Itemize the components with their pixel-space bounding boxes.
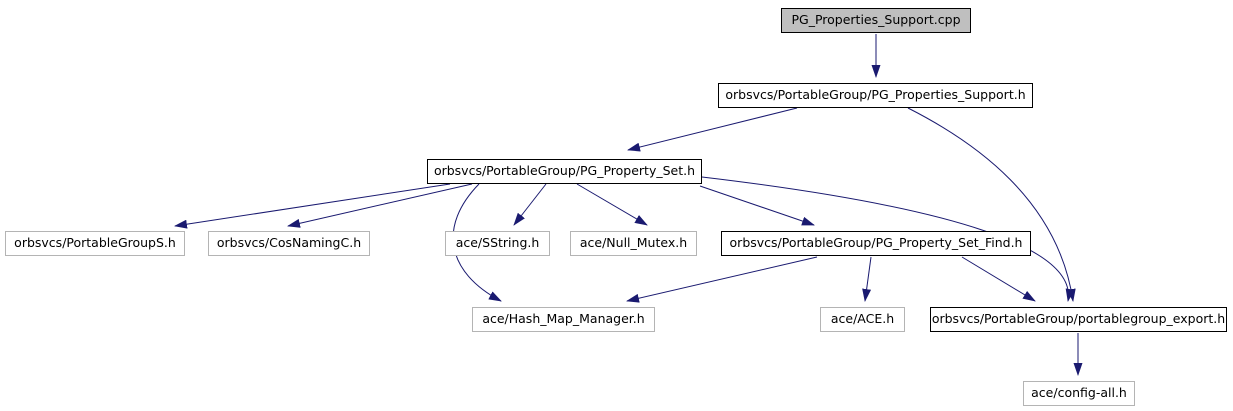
node-nullmutex: ace/Null_Mutex.h [570, 231, 697, 256]
node-find_h[interactable]: orbsvcs/PortableGroup/PG_Property_Set_Fi… [721, 231, 1031, 256]
node-hashmap: ace/Hash_Map_Manager.h [472, 307, 655, 332]
edge-pset_h-to-nullmutex [576, 183, 648, 226]
edge-psup_h-to-export_h [907, 107, 1076, 302]
node-label: ace/Null_Mutex.h [579, 235, 688, 251]
edge-find_h-to-hashmap [626, 256, 818, 303]
node-configall: ace/config-all.h [1023, 381, 1135, 406]
node-label: ace/SString.h [455, 235, 540, 251]
edge-find_h-to-ace [862, 256, 872, 302]
edge-pset_h-to-export_h [701, 176, 1075, 302]
node-label: orbsvcs/PortableGroup/PG_Property_Set.h [433, 163, 696, 179]
edge-pset_h-to-pgs_h [174, 183, 451, 229]
node-label: orbsvcs/PortableGroup/PG_Properties_Supp… [725, 87, 1026, 103]
node-label: ace/ACE.h [830, 311, 895, 327]
node-cpp: PG_Properties_Support.cpp [781, 8, 971, 33]
node-sstring: ace/SString.h [445, 231, 550, 256]
edge-pset_h-to-sstring [513, 183, 547, 226]
node-label: orbsvcs/PortableGroup/portablegroup_expo… [931, 311, 1226, 327]
edge-find_h-to-export_h [961, 256, 1036, 302]
node-label: orbsvcs/PortableGroup/PG_Property_Set_Fi… [729, 235, 1023, 251]
node-label: ace/config-all.h [1031, 385, 1127, 401]
edge-pset_h-to-cosnaming [287, 183, 473, 228]
node-cosnaming: orbsvcs/CosNamingC.h [208, 231, 370, 256]
node-export_h[interactable]: orbsvcs/PortableGroup/portablegroup_expo… [930, 307, 1227, 332]
node-pgs_h: orbsvcs/PortableGroupS.h [5, 231, 185, 256]
node-label: orbsvcs/CosNamingC.h [216, 235, 362, 251]
node-ace: ace/ACE.h [820, 307, 905, 332]
edge-psup_h-to-pset_h [627, 107, 798, 152]
edge-pset_h-to-find_h [699, 185, 815, 226]
node-pset_h[interactable]: orbsvcs/PortableGroup/PG_Property_Set.h [427, 159, 702, 184]
node-label: PG_Properties_Support.cpp [791, 12, 961, 28]
node-psup_h[interactable]: orbsvcs/PortableGroup/PG_Properties_Supp… [718, 83, 1033, 108]
node-label: orbsvcs/PortableGroupS.h [14, 235, 176, 251]
node-label: ace/Hash_Map_Manager.h [482, 311, 645, 327]
